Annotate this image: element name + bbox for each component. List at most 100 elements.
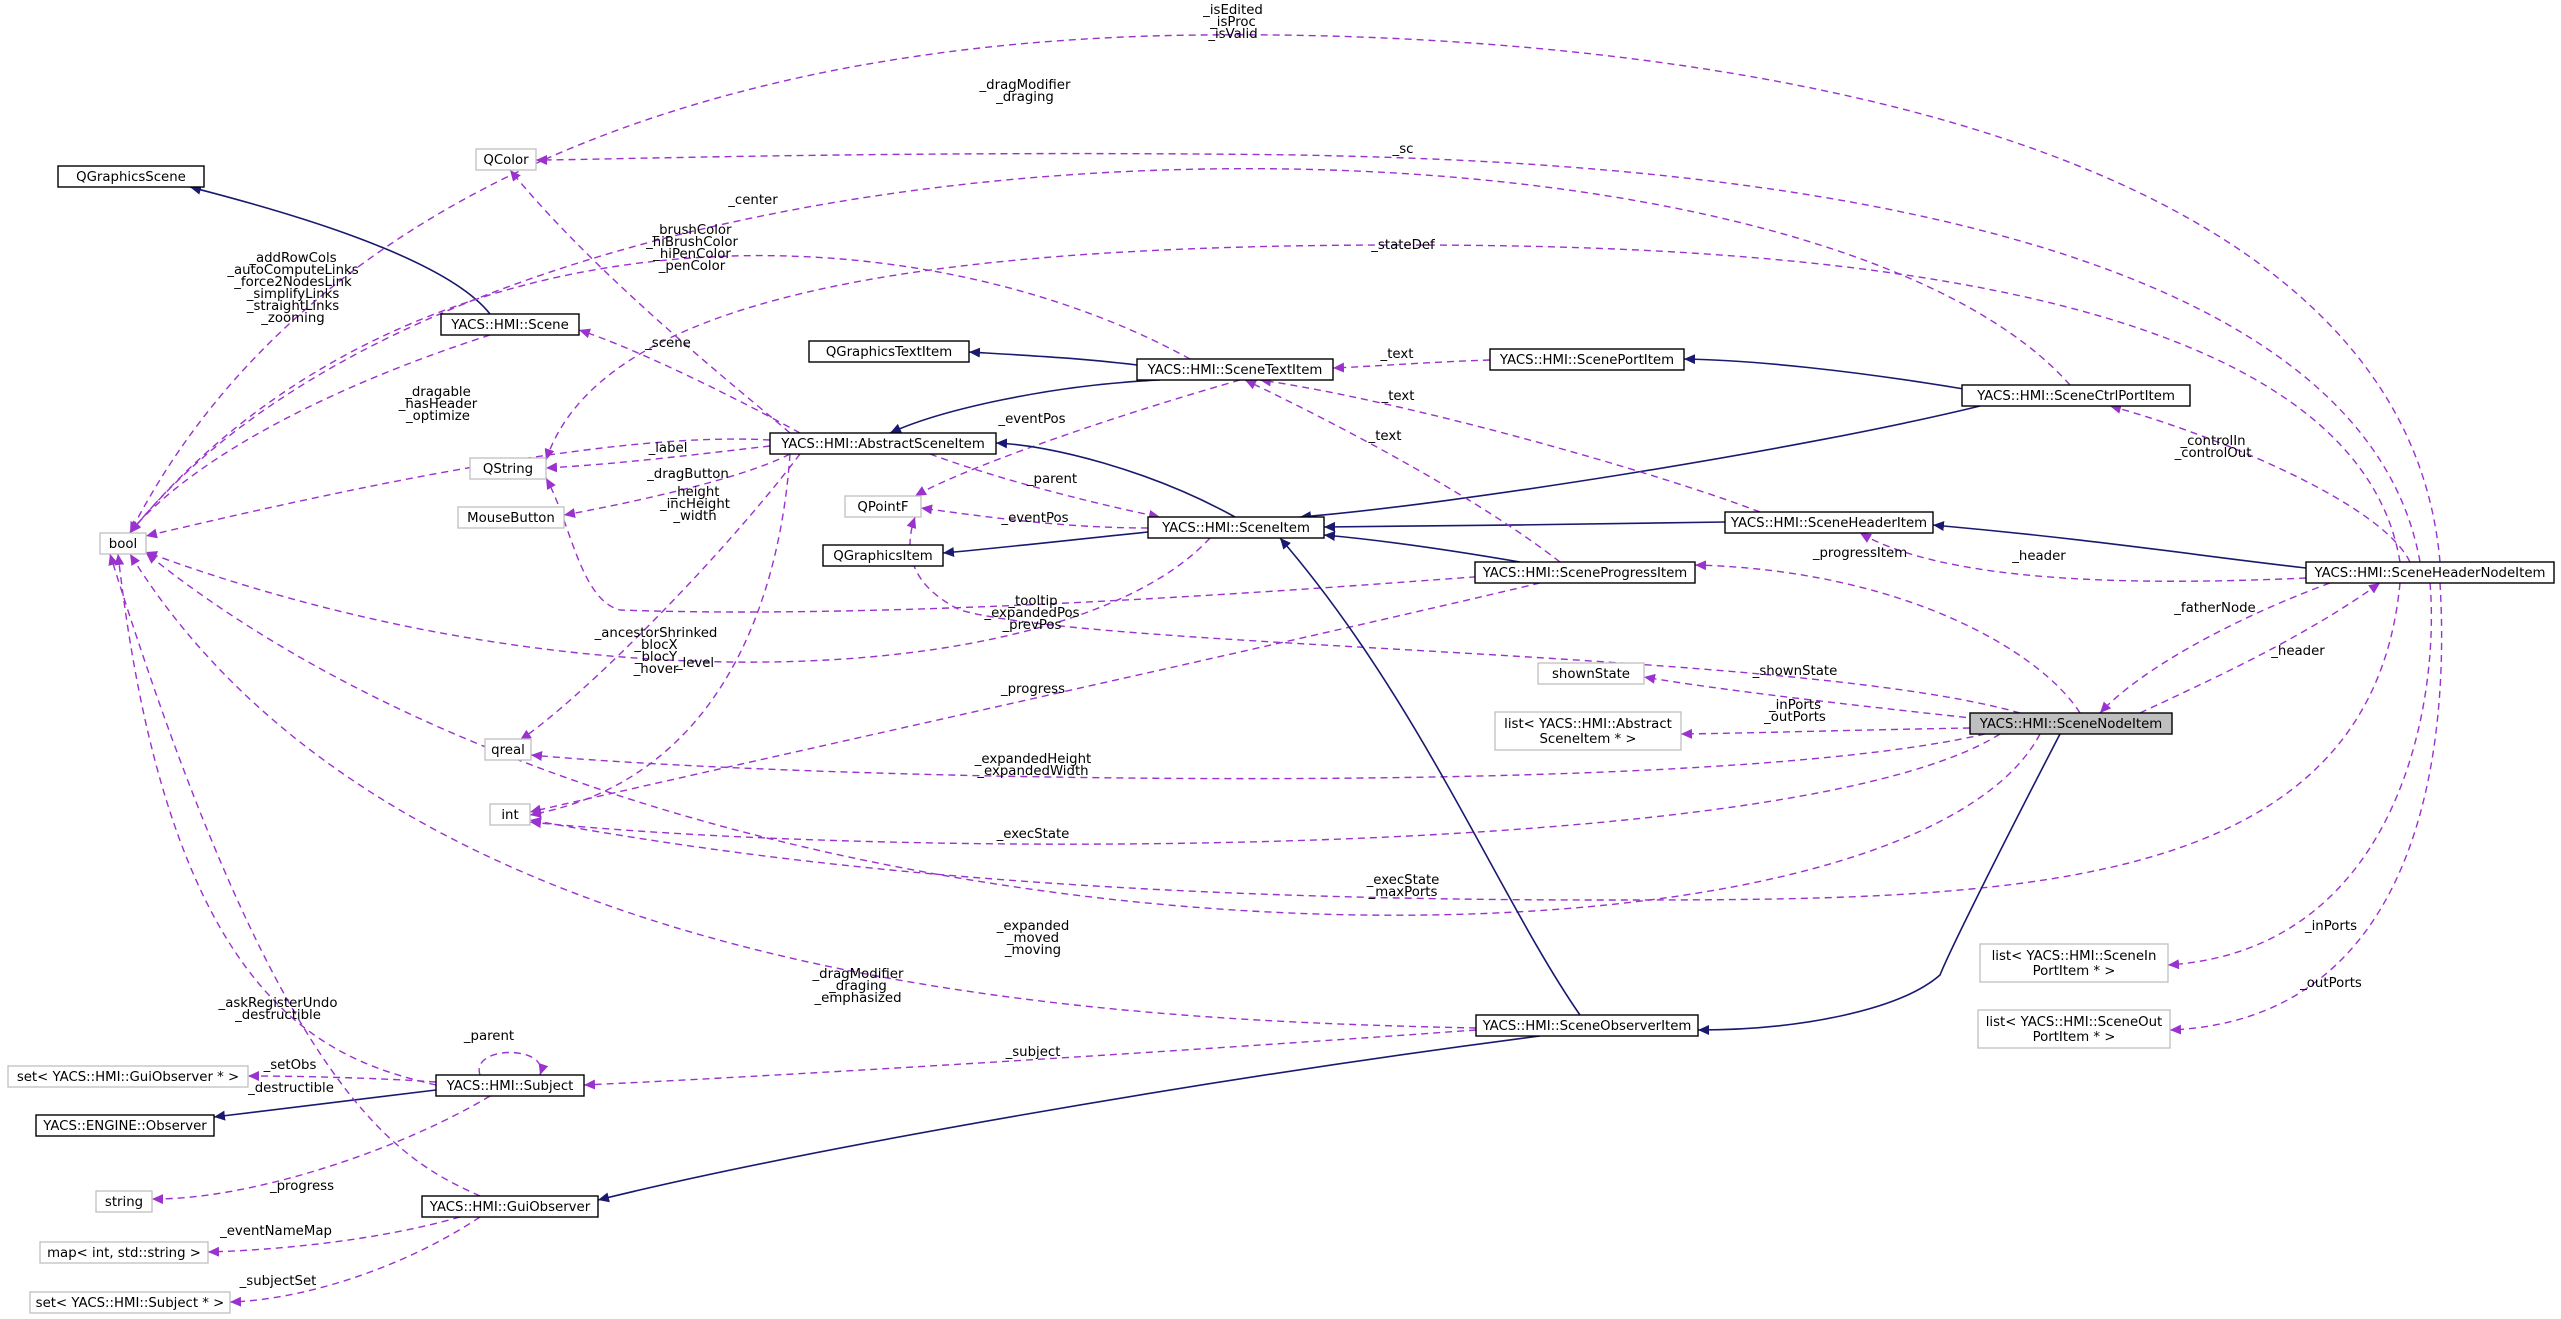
edge-scene-node-item-to-list-abstract bbox=[1680, 727, 1971, 739]
edge-scene-text-item-to-abstract-scene-item bbox=[889, 379, 1161, 434]
edge-label-abstract-scene-item-qstring: _label bbox=[648, 441, 688, 456]
node-box bbox=[1724, 511, 1934, 534]
node-label: QColor bbox=[483, 153, 529, 168]
edge-label-scene-text-item-bool: _center bbox=[727, 193, 778, 208]
edge-label-scene-ctrl-port-item-bool: _dragModifier_draging bbox=[979, 78, 1071, 105]
node-scene-progress-item[interactable]: YACS::HMI::SceneProgressItem bbox=[1474, 561, 1696, 584]
edge-label-abstract-scene-item-int: _level bbox=[675, 656, 714, 671]
edge-scene-header-node-item-to-scene-header-item bbox=[1932, 521, 2307, 569]
node-subject[interactable]: YACS::HMI::Subject bbox=[435, 1074, 585, 1097]
node-engine-observer[interactable]: YACS::ENGINE::Observer bbox=[35, 1114, 215, 1137]
edge-label-line: _incHeight bbox=[659, 497, 730, 512]
edge-scene-text-item-to-qpoint-f bbox=[914, 379, 1241, 497]
node-bool: bool bbox=[99, 532, 147, 555]
edge-label-scene-port-item-scene-text-item: _text bbox=[1380, 347, 1414, 362]
edge-label-line: _level bbox=[675, 656, 714, 671]
edge-scene-observer-item-to-gui-observer bbox=[597, 1035, 1541, 1203]
edge-label-line: _shownState bbox=[1752, 664, 1838, 679]
node-box bbox=[1494, 711, 1682, 751]
edge-label-subject-subject: _parent bbox=[463, 1029, 514, 1044]
node-label: YACS::HMI::SceneTextItem bbox=[1147, 363, 1323, 378]
edge-label-line: _inPorts bbox=[2304, 919, 2357, 934]
node-box bbox=[2305, 561, 2555, 584]
node-scene[interactable]: YACS::HMI::Scene bbox=[440, 313, 580, 336]
node-box bbox=[99, 532, 147, 555]
node-gui-observer[interactable]: YACS::HMI::GuiObserver bbox=[421, 1195, 599, 1218]
node-box bbox=[7, 1065, 249, 1088]
edge-label-line: _blocX bbox=[633, 638, 677, 653]
edge-scene-observer-item-to-scene-item bbox=[1279, 537, 1581, 1016]
edge-label-line: _draging bbox=[995, 90, 1054, 105]
node-box bbox=[457, 506, 565, 529]
edge-label-line: _moved bbox=[1006, 931, 1059, 946]
edge-label-line: _isProc bbox=[1209, 15, 1256, 30]
node-qgraphics-item[interactable]: QGraphicsItem bbox=[822, 544, 944, 567]
edge-scene-header-node-item-to-qstring bbox=[544, 244, 2401, 563]
node-scene-port-item[interactable]: YACS::HMI::ScenePortItem bbox=[1489, 348, 1685, 371]
node-scene-header-node-item[interactable]: YACS::HMI::SceneHeaderNodeItem bbox=[2305, 561, 2555, 584]
edge-label-line: _dragModifier bbox=[979, 78, 1071, 93]
edge-scene-to-qgraphics-scene bbox=[189, 184, 491, 315]
node-box bbox=[1474, 561, 1696, 584]
node-shown-state: shownState bbox=[1537, 662, 1645, 685]
node-box bbox=[421, 1195, 599, 1218]
edge-label-scene-header-node-item-scene-ctrl-port-item: _controlIn_controlOut bbox=[2174, 434, 2252, 461]
node-list-abstract: list< YACS::HMI::AbstractSceneItem * > bbox=[1494, 711, 1682, 751]
edge-label-line: _prevPos bbox=[1002, 618, 1062, 633]
edge-label-line: _hiBrushColor bbox=[645, 235, 738, 250]
node-box bbox=[475, 148, 537, 171]
edge-label-line: _dragButton bbox=[646, 467, 729, 482]
edge-label-line: _expanded bbox=[996, 919, 1070, 934]
edge-abstract-scene-item-to-scene bbox=[578, 328, 801, 434]
edge-subject-to-engine-observer bbox=[213, 1089, 437, 1121]
edge-label-scene-node-item-scene-progress-item: _progressItem bbox=[1812, 546, 1907, 561]
node-qreal: qreal bbox=[484, 738, 532, 761]
node-label: PortItem * > bbox=[2033, 964, 2116, 979]
node-scene-header-item[interactable]: YACS::HMI::SceneHeaderItem bbox=[1724, 511, 1934, 534]
node-scene-node-item[interactable]: YACS::HMI::SceneNodeItem bbox=[1969, 712, 2173, 735]
edge-scene-header-node-item-to-list-out bbox=[2169, 582, 2443, 1035]
edges-layer bbox=[108, 34, 2443, 1307]
edge-label-subject-string: _progress bbox=[269, 1179, 334, 1194]
node-qgraphics-scene[interactable]: QGraphicsScene bbox=[57, 165, 205, 188]
edge-label-line: _label bbox=[648, 441, 688, 456]
edge-scene-item-to-abstract-scene-item bbox=[929, 453, 1161, 520]
edge-label-line: _outPorts bbox=[1763, 710, 1826, 725]
node-qgraphics-text-item[interactable]: QGraphicsTextItem bbox=[808, 340, 970, 363]
edge-label-line: _moving bbox=[1004, 943, 1061, 958]
edge-scene-node-item-to-bool bbox=[145, 552, 2041, 916]
edge-abstract-scene-item-to-bool bbox=[145, 438, 771, 539]
edge-scene-to-bool bbox=[129, 334, 491, 533]
edge-label-line: _header bbox=[2011, 549, 2066, 564]
edge-labels-layer: _scene_brushColor_hiBrushColor_hiPenColo… bbox=[218, 3, 2362, 1289]
edge-label-line: _subject bbox=[1005, 1045, 1061, 1060]
edge-label-line: _eventNameMap bbox=[219, 1224, 332, 1239]
edge-subject-to-set-gui-observer bbox=[247, 1071, 437, 1083]
edge-label-line: _optimize bbox=[405, 409, 470, 424]
node-box bbox=[35, 1114, 215, 1137]
node-scene-observer-item[interactable]: YACS::HMI::SceneObserverItem bbox=[1475, 1014, 1699, 1037]
node-box bbox=[469, 457, 547, 480]
edge-label-line: _fatherNode bbox=[2173, 601, 2255, 616]
edge-label-gui-observer-set-subject: _subjectSet bbox=[239, 1274, 317, 1289]
node-scene-ctrl-port-item[interactable]: YACS::HMI::SceneCtrlPortItem bbox=[1961, 384, 2191, 407]
edge-label-scene-node-item-shown-state: _shownState bbox=[1752, 664, 1838, 679]
node-abstract-scene-item[interactable]: YACS::HMI::AbstractSceneItem bbox=[769, 432, 997, 455]
edge-label-abstract-scene-item-mouse-button: _dragButton bbox=[646, 467, 729, 482]
node-box bbox=[57, 165, 205, 188]
edge-label-line: _destructible bbox=[234, 1008, 321, 1023]
edge-label-line: _stateDef bbox=[1370, 238, 1435, 253]
edge-label-line: _controlOut bbox=[2174, 446, 2252, 461]
edge-label-line: _eventPos bbox=[1000, 511, 1068, 526]
edge-label-scene-node-item-qpoint-f: _expandedPos_prevPos bbox=[983, 606, 1079, 633]
node-box bbox=[808, 340, 970, 363]
node-scene-text-item[interactable]: YACS::HMI::SceneTextItem bbox=[1136, 358, 1334, 381]
node-scene-item[interactable]: YACS::HMI::SceneItem bbox=[1147, 516, 1325, 539]
node-label: QGraphicsTextItem bbox=[826, 345, 952, 360]
node-qpoint-f: QPointF bbox=[844, 495, 922, 518]
node-label: YACS::HMI::SceneCtrlPortItem bbox=[1976, 389, 2175, 404]
edge-subject-to-bool bbox=[114, 553, 437, 1086]
node-label: YACS::HMI::SceneProgressItem bbox=[1482, 566, 1688, 581]
